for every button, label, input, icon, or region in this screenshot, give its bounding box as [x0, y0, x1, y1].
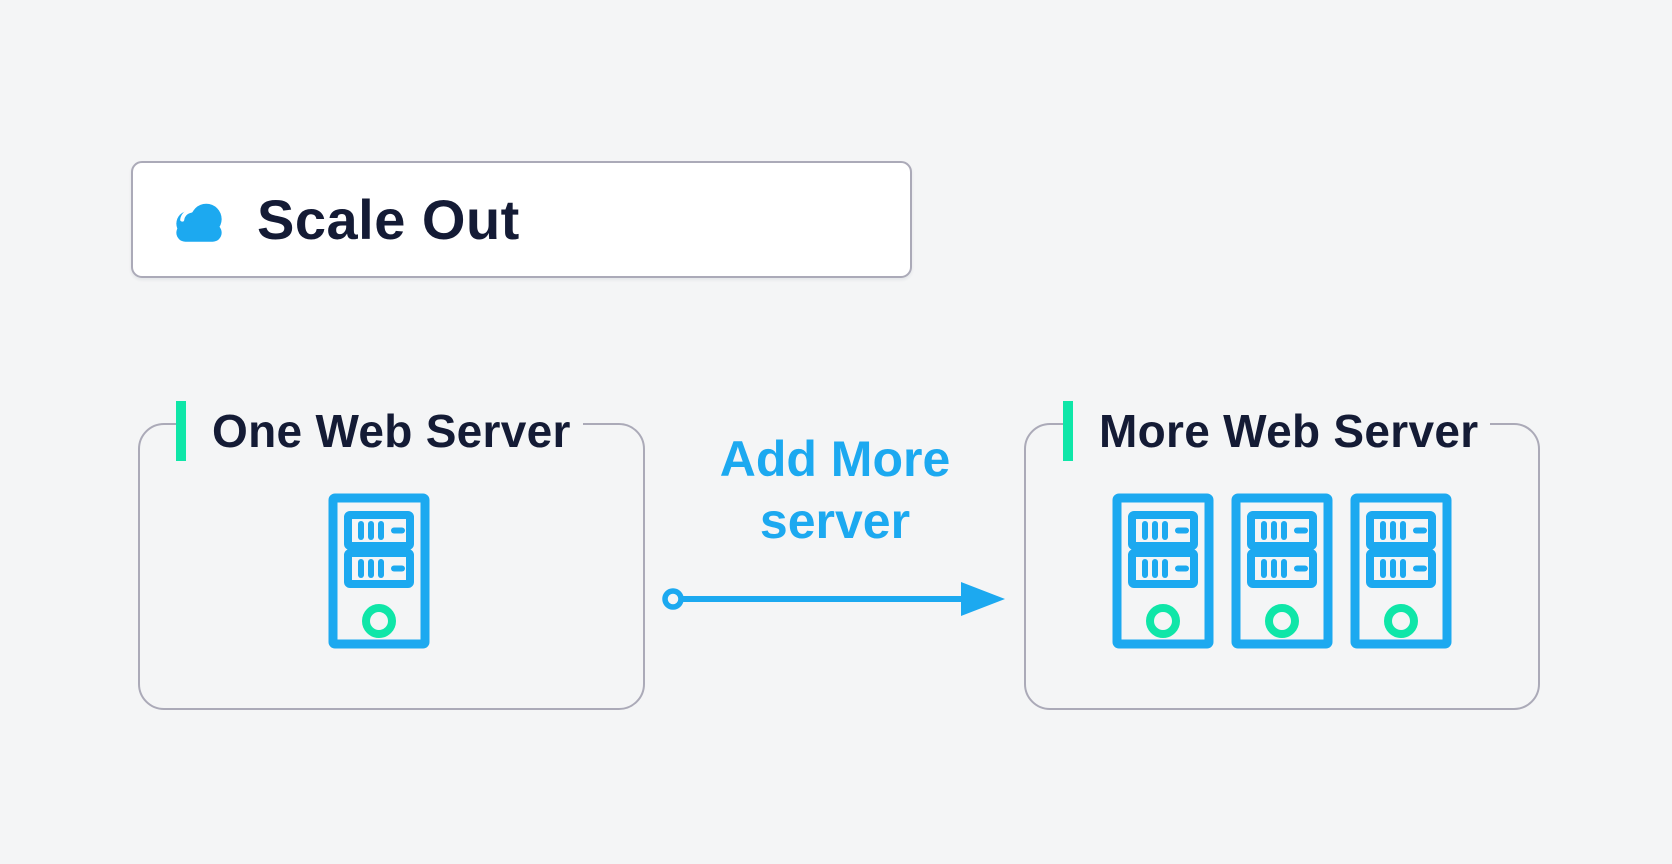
green-accent-bar — [176, 401, 186, 461]
green-accent-bar — [1063, 401, 1073, 461]
arrow-label: Add More server — [685, 428, 985, 552]
server-icon — [1112, 493, 1214, 649]
left-card-title: One Web Server — [212, 405, 571, 457]
arrow-right-icon — [662, 582, 1005, 616]
arrow-label-line2: server — [759, 493, 911, 549]
arrow-label-line1: Add More — [719, 431, 951, 487]
cloud-icon — [176, 203, 222, 242]
left-card-servers — [328, 493, 430, 649]
right-card-title: More Web Server — [1099, 405, 1479, 457]
server-icon — [1350, 493, 1452, 649]
right-card-legend: More Web Server — [1063, 401, 1491, 461]
server-icon — [1231, 493, 1333, 649]
diagram-title: Scale Out — [257, 188, 520, 251]
right-card-servers — [1112, 493, 1452, 649]
left-card-legend: One Web Server — [176, 401, 583, 461]
title-card: Scale Out — [131, 161, 912, 278]
server-icon — [328, 493, 430, 649]
